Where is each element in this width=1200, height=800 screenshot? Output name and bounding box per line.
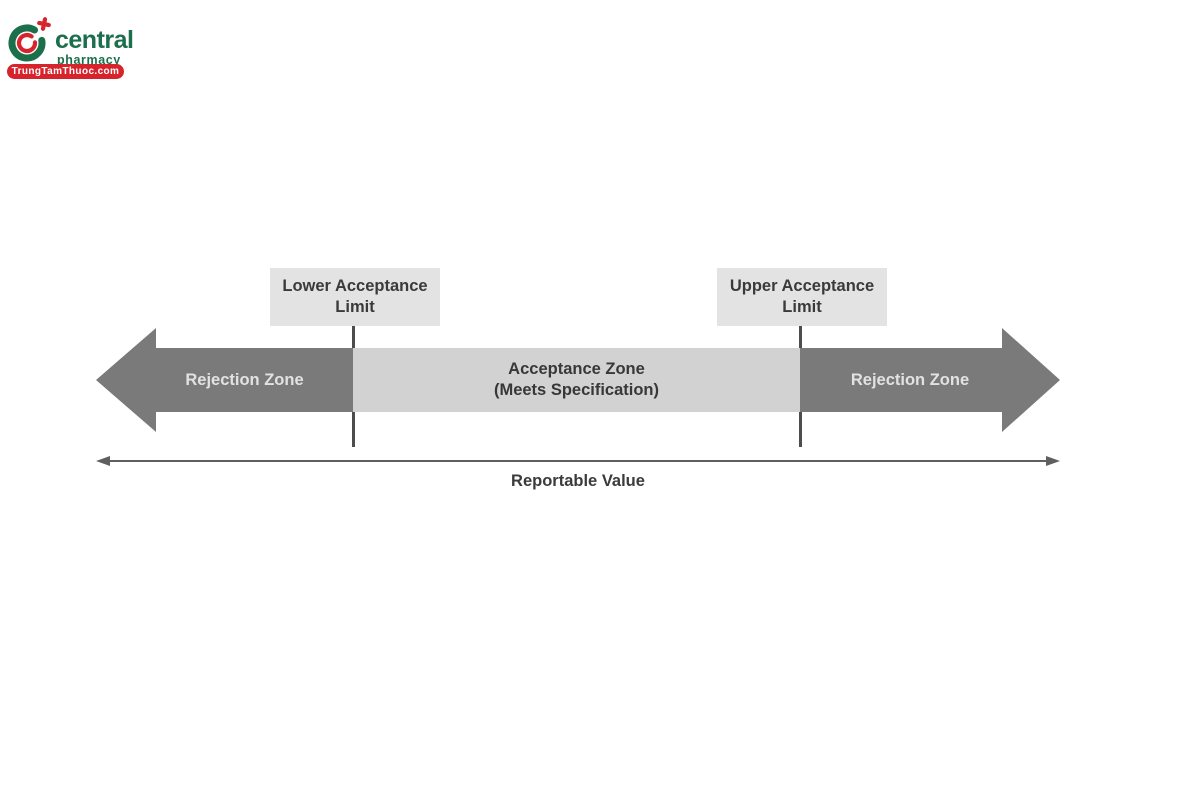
acceptance-zone-band: Acceptance Zone (Meets Specification) xyxy=(353,348,800,412)
axis-right-arrowhead-icon xyxy=(1046,456,1060,466)
central-pharmacy-c-plus-icon xyxy=(8,17,51,62)
upper-acceptance-limit-box: Upper Acceptance Limit xyxy=(717,268,887,326)
logo-pharmacy-text: pharmacy xyxy=(57,53,121,67)
reportable-value-label: Reportable Value xyxy=(511,472,645,490)
lower-acceptance-limit-box: Lower Acceptance Limit xyxy=(270,268,440,326)
central-pharmacy-logo: central pharmacy TrungTamThuoc.com xyxy=(7,12,148,82)
right-rejection-arrow: Rejection Zone xyxy=(800,328,1060,432)
logo-brand-text: central xyxy=(55,26,134,54)
logo-domain-banner: TrungTamThuoc.com xyxy=(7,64,124,79)
axis-left-arrowhead-icon xyxy=(96,456,110,466)
reportable-value-axis xyxy=(106,460,1050,462)
left-rejection-arrow: Rejection Zone xyxy=(96,328,353,432)
